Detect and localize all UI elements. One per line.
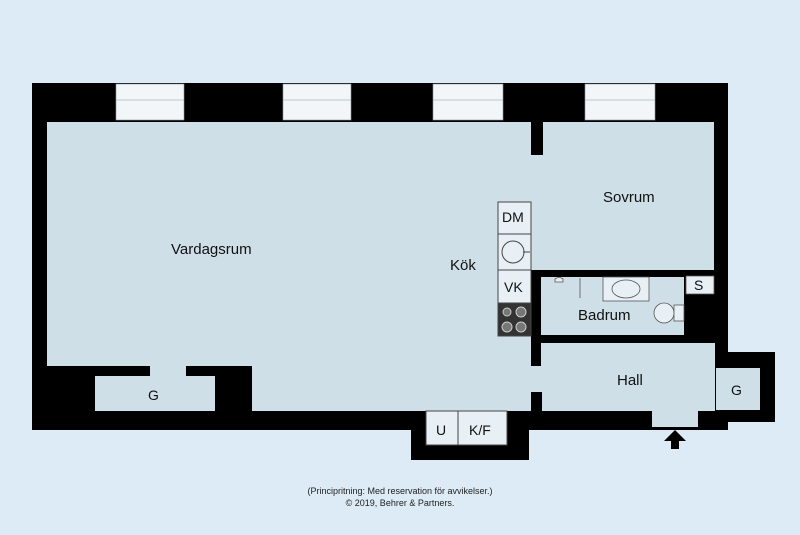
- room-label-badrum: Badrum: [578, 307, 631, 324]
- storage-u-label: U: [436, 422, 447, 438]
- cabinet-s-label: S: [694, 277, 704, 293]
- closet-left-label: G: [148, 387, 159, 403]
- room-label-hall: Hall: [617, 372, 643, 389]
- storage-units: [425, 410, 508, 446]
- windows: [115, 83, 656, 121]
- kitchen-units: [497, 201, 532, 337]
- interior-walls: [531, 122, 714, 412]
- room-label-vardagsrum: Vardagsrum: [171, 241, 252, 258]
- disclaimer-text: (Principritning: Med reservation för avv…: [307, 486, 493, 496]
- arrow-up-icon: [664, 430, 686, 449]
- room-label-kok: Kök: [450, 257, 476, 274]
- fridge-label: VK: [504, 279, 523, 295]
- bathroom-fixtures: [554, 275, 715, 324]
- storage-kf-label: K/F: [469, 422, 491, 438]
- closet-left: [47, 366, 252, 411]
- dishwasher-label: DM: [502, 209, 524, 225]
- copyright-text: © 2019, Behrer & Partners.: [345, 498, 455, 508]
- room-label-sovrum: Sovrum: [603, 189, 655, 206]
- closet-right-label: G: [731, 382, 742, 398]
